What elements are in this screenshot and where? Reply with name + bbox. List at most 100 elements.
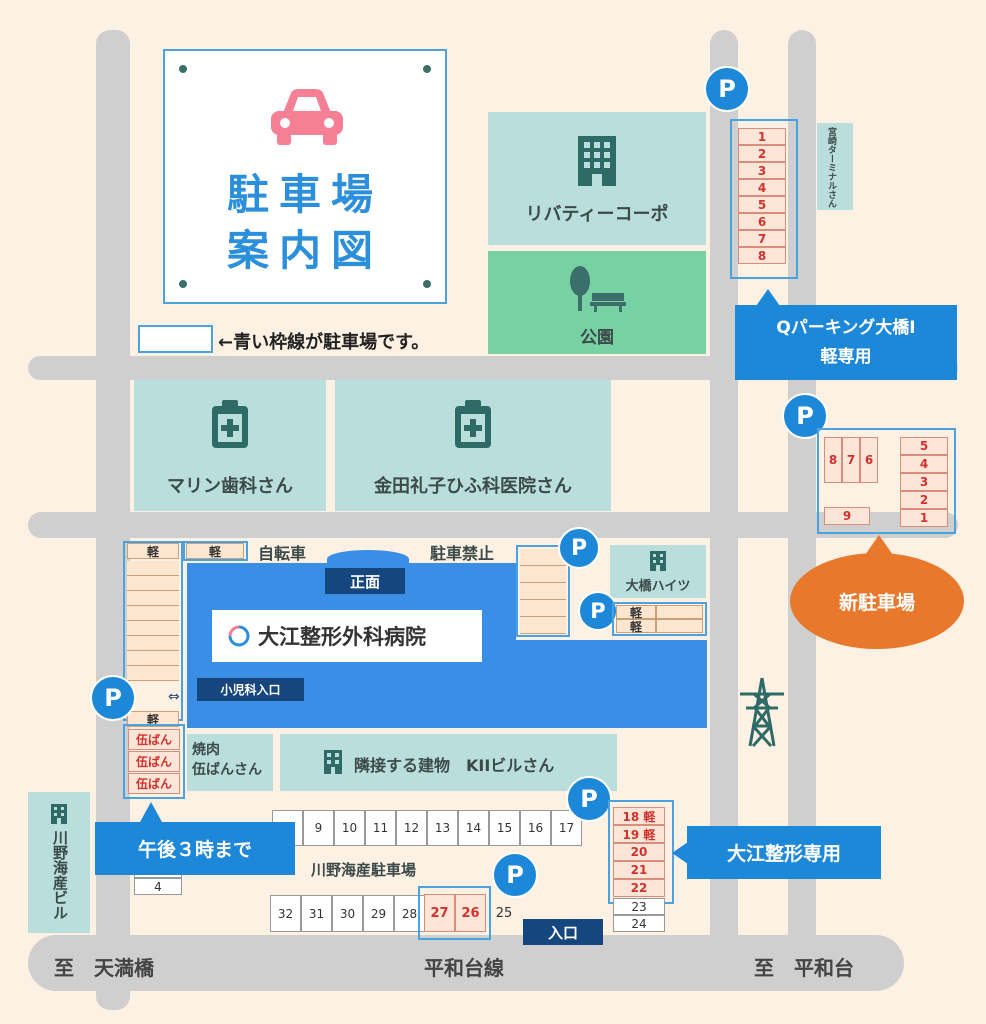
kawano-slot: 15: [489, 810, 520, 846]
left-lot-stripe: [127, 576, 179, 591]
slot-ohashi-kei-2: 軽: [616, 619, 656, 634]
car-icon: [271, 89, 343, 145]
power-pylon-icon: [740, 677, 784, 748]
lot-goban: [123, 724, 185, 799]
oe-white-slot: 23: [613, 898, 665, 915]
lot-ohashi: [612, 602, 707, 636]
kawano-p-slot: 27: [424, 894, 455, 932]
q-slot: 6: [738, 213, 786, 230]
oe-text: 大江整形専用: [726, 843, 841, 865]
new-lot-slot: 1: [900, 509, 948, 527]
callout-shin: 新駐車場: [790, 553, 964, 649]
center-lot-stripe: [520, 583, 566, 600]
callout-gogo: 午後３時まで: [95, 822, 295, 875]
q-slot: 8: [738, 247, 786, 264]
q-slot: 1: [738, 128, 786, 145]
building-icon: [51, 804, 67, 824]
center-lot-stripe: [520, 566, 566, 583]
kawano-slot: 30: [332, 895, 363, 932]
callout-gogo-arrow: [140, 802, 162, 822]
new-lot-slot-9: 9: [824, 507, 870, 525]
kawano-slot-25: 25: [495, 905, 513, 921]
label-kaneda: 金田礼子ひふ科医院さん: [374, 476, 572, 497]
iriguchi-label: 入口: [547, 923, 578, 942]
road-right-vertical-2: [788, 30, 816, 970]
goban-slot: 伍ばん: [128, 729, 180, 750]
legend-box: [138, 325, 213, 353]
shomen-label-box: 正面: [325, 568, 405, 594]
new-lot-slot: 4: [900, 455, 948, 473]
q-slot: 4: [738, 179, 786, 196]
hospital-sign: 大江整形外科病院: [212, 610, 482, 662]
building-kawano: 川野海産ビル: [28, 792, 90, 933]
pin-dot: [179, 280, 187, 288]
new-lot-slot: 7: [842, 437, 860, 483]
pin-dot: [179, 65, 187, 73]
callout-shin-arrow: [865, 535, 893, 555]
road-bottom-main: [28, 935, 904, 991]
oe-slot: 22: [613, 879, 665, 897]
building-icon: [650, 551, 666, 571]
label-heiwadai-sen: 平和台線: [424, 956, 504, 980]
label-to-tenma: 至 天満橋: [54, 956, 154, 980]
gogo-text: 午後３時まで: [137, 839, 252, 861]
callout-q-parking: Qパーキング大橋Ⅰ 軽専用: [735, 305, 957, 380]
center-lot-stripe: [520, 617, 566, 634]
hospital-logo-icon: [228, 625, 250, 647]
shonika-label: 小児科入口: [220, 683, 281, 697]
title-line2: 案内図: [226, 226, 383, 275]
building-icon: [578, 136, 616, 186]
shin-text: 新駐車場: [838, 591, 915, 614]
parking-pin-center: P: [558, 527, 600, 569]
parking-pin-new: P: [782, 393, 828, 439]
building-marine: マリン歯科さん: [134, 380, 326, 511]
new-lot-slot: 3: [900, 473, 948, 491]
building-kii: 隣接する建物 KIIビルさん: [280, 734, 617, 791]
goban-slot: 伍ばん: [128, 773, 180, 794]
label-park: 公園: [580, 328, 614, 348]
slot-kei-top-left: 軽: [127, 543, 179, 559]
building-yakiniku: 焼肉 伍ばんさん: [187, 734, 273, 791]
lot-center-right: [516, 545, 570, 637]
label-kawano-lot: 川野海産駐車場: [311, 861, 417, 879]
building-liberty: リバティーコーポ: [488, 112, 706, 245]
lot-kei-top: [183, 541, 248, 561]
hospital-name: 大江整形外科病院: [258, 625, 426, 649]
kawano-slot: 4: [134, 878, 182, 895]
slot-ohashi-kei-1: 軽: [616, 605, 656, 620]
kawano-slot: 31: [301, 895, 332, 932]
label-jitensha: 自転車: [258, 544, 307, 563]
shomen-label: 正面: [349, 572, 380, 591]
kawano-slot: 17: [551, 810, 582, 846]
label-marine: マリン歯科さん: [167, 476, 293, 497]
parking-pin-ohashi: P: [578, 591, 618, 631]
iriguchi-box: 入口: [523, 919, 603, 945]
new-lot-slot: 6: [860, 437, 878, 483]
q-slot: 7: [738, 230, 786, 247]
new-lot-slot: 8: [824, 437, 842, 483]
oe-white-slot: 24: [613, 915, 665, 932]
parking-pin-q: P: [704, 66, 750, 112]
left-lot-stripe: [127, 651, 179, 666]
clinic-icon: [212, 400, 248, 448]
left-lot-stripe: [127, 606, 179, 621]
left-lot-stripe: [127, 561, 179, 576]
label-yakiniku: 焼肉 伍ばんさん: [192, 742, 262, 779]
lot-kawano-p: [418, 886, 491, 940]
label-kii: 隣接する建物 KIIビルさん: [354, 756, 555, 775]
q-slot: 2: [738, 145, 786, 162]
slot-ohashi-blank-2: [656, 619, 703, 633]
slot-kei-top: 軽: [186, 543, 244, 559]
kawano-p-slot: 26: [455, 894, 486, 932]
kawano-slot: 14: [458, 810, 489, 846]
q-parking-text: Qパーキング大橋Ⅰ 軽専用: [776, 317, 916, 367]
building-icon: [324, 750, 342, 774]
road-horizontal-2: [28, 512, 958, 538]
kawano-slot: 29: [363, 895, 394, 932]
label-ohashi-heights: 大橋ハイツ: [625, 579, 691, 594]
legend-text: ←青い枠線が駐車場です。: [218, 332, 430, 353]
parking-pin-oe: P: [566, 776, 612, 822]
left-lot-stripe: [127, 621, 179, 636]
callout-oe: 大江整形専用: [687, 826, 881, 879]
callout-oe-arrow: [672, 842, 688, 864]
